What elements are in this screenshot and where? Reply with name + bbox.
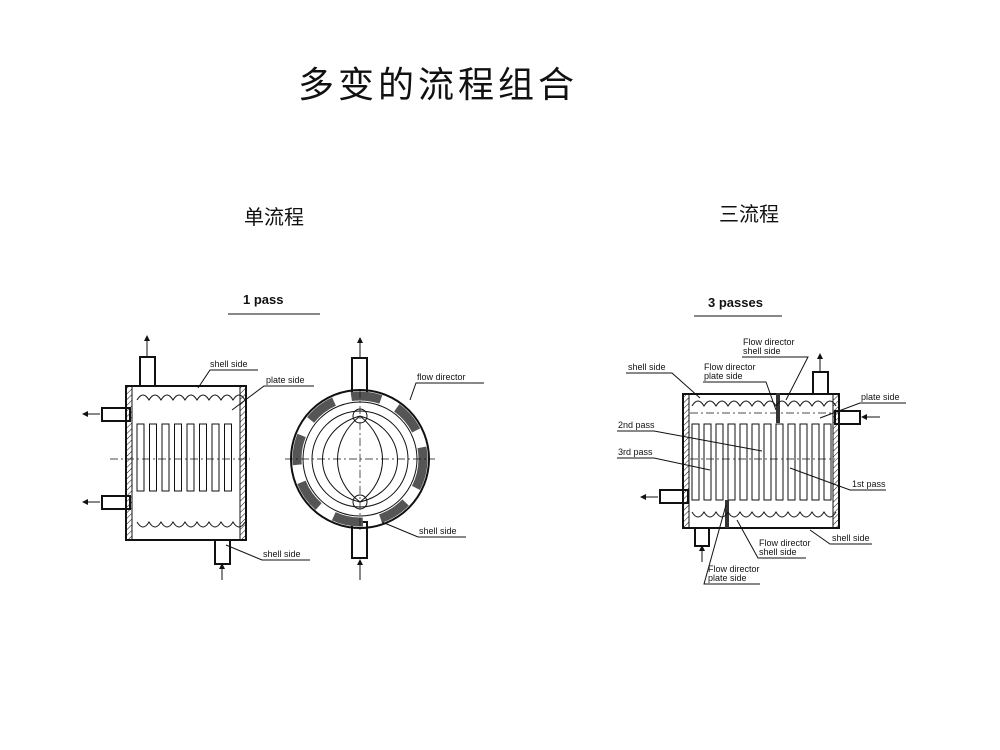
label-fd-plate-top-line2: plate side [704, 371, 743, 381]
slide-title: 多变的流程组合 [298, 65, 579, 106]
label-shell-side-top: shell side [210, 359, 248, 369]
three-pass-diagram-title: 3 passes [708, 295, 763, 310]
heat-plate [136, 423, 145, 492]
single-pass-end-view: flow director shell side [285, 337, 484, 580]
label-fd-shell-bottom-line2: shell side [759, 547, 797, 557]
label-shell-side-bottom: shell side [832, 533, 870, 543]
label-shell-side-bottom: shell side [263, 549, 301, 559]
single-pass-diagram-title: 1 pass [243, 292, 283, 307]
label-plate-side: plate side [266, 375, 305, 385]
single-pass-side-view: 1 pass shell side plate side shell side [82, 292, 320, 580]
heat-plate [199, 423, 207, 492]
label-fd-plate-top-line1: Flow director [704, 362, 756, 372]
heat-plate [739, 423, 748, 501]
heat-plate [751, 423, 760, 501]
heat-plate [763, 423, 772, 501]
heat-plate [823, 423, 832, 501]
label-fd-shell-top-line1: Flow director [743, 337, 795, 347]
label-flow-director: flow director [417, 372, 466, 382]
single-pass-heading: 单流程 [244, 205, 304, 229]
label-fd-plate-bottom-line2: plate side [708, 573, 747, 583]
label-shell-side-top: shell side [628, 362, 666, 372]
heat-plate [715, 423, 724, 501]
heat-plate [224, 423, 232, 492]
heat-plate [186, 423, 195, 492]
label-fd-plate-bottom-line1: Flow director [708, 564, 760, 574]
label-fd-shell-top-line2: shell side [743, 346, 781, 356]
heat-plate [775, 423, 784, 501]
heat-plate [799, 423, 808, 501]
heat-plate [174, 423, 182, 492]
label-plate-side: plate side [861, 392, 900, 402]
label-2nd-pass: 2nd pass [618, 420, 655, 430]
heat-plate [727, 423, 736, 501]
heat-plate [161, 423, 170, 492]
heat-plate [811, 423, 820, 501]
heat-plate [691, 423, 700, 501]
heat-plate [149, 423, 157, 492]
three-pass-side-view: 3 passes Flow director shell side shell … [617, 295, 906, 585]
heat-plate [211, 423, 220, 492]
three-pass-heading: 三流程 [719, 202, 779, 226]
label-fd-shell-bottom-line1: Flow director [759, 538, 811, 548]
heat-plate [703, 423, 712, 501]
label-1st-pass: 1st pass [852, 479, 886, 489]
heat-plate [787, 423, 796, 501]
label-shell-side-circle: shell side [419, 526, 457, 536]
label-3rd-pass: 3rd pass [618, 447, 653, 457]
